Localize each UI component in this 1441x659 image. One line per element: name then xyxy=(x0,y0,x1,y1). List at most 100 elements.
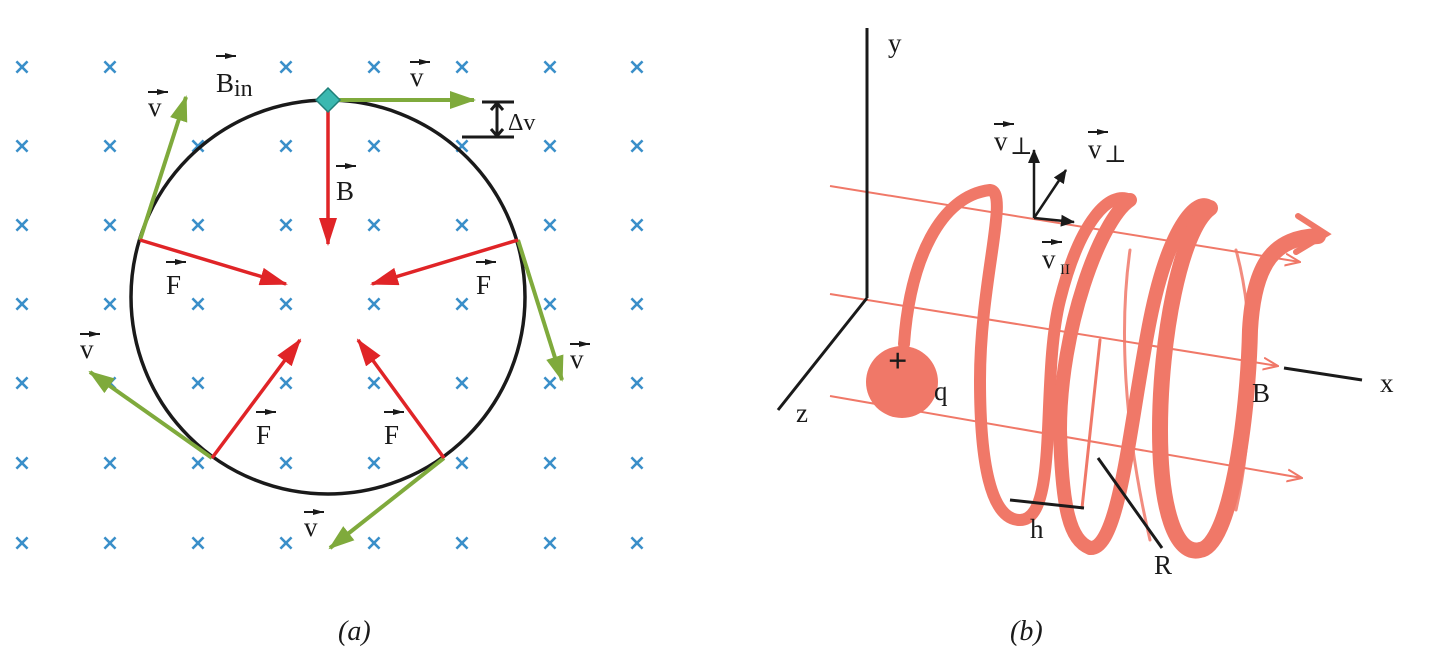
panel-b: + y z x q B h R v ⊥ v ⊥ v II (b) xyxy=(776,28,1394,647)
field-into-page-mark: × xyxy=(628,292,646,317)
field-into-page-mark: × xyxy=(189,213,207,238)
field-into-page-mark: × xyxy=(101,213,119,238)
force-arrow-lower-right xyxy=(356,338,446,460)
field-line-1 xyxy=(829,185,1300,262)
velocity-arrow-right xyxy=(516,239,564,382)
field-into-page-mark: × xyxy=(277,292,295,317)
field-into-page-mark: × xyxy=(277,371,295,396)
velocity-vectors xyxy=(88,91,564,550)
field-into-page-mark: × xyxy=(365,213,383,238)
label-f-left: F xyxy=(166,270,181,300)
field-into-page-mark: × xyxy=(541,531,559,556)
field-into-page-mark: × xyxy=(453,531,471,556)
field-into-page-mark: × xyxy=(628,531,646,556)
field-into-page-mark: × xyxy=(453,213,471,238)
label-v-right: v xyxy=(570,344,584,374)
radius-r-line xyxy=(1096,457,1164,549)
field-into-page-mark: × xyxy=(541,451,559,476)
field-into-page-mark: × xyxy=(365,292,383,317)
field-into-page-mark: × xyxy=(101,531,119,556)
pitch-h-label: h xyxy=(1030,514,1044,544)
field-into-page-mark: × xyxy=(13,55,31,80)
field-into-page-mark: × xyxy=(189,371,207,396)
v-perp-sub-1: ⊥ xyxy=(1010,134,1033,160)
field-into-page-mark: × xyxy=(189,451,207,476)
v-perp-label-1: v xyxy=(994,126,1008,156)
label-v-left-lower: v xyxy=(80,334,94,364)
velocity-components xyxy=(1028,149,1075,227)
field-into-page-mark: × xyxy=(189,531,207,556)
field-into-page-mark: × xyxy=(13,371,31,396)
panel-b-labels: y z x q B h R v ⊥ v ⊥ v II xyxy=(796,28,1394,580)
field-into-page-mark: × xyxy=(189,292,207,317)
field-into-page-mark: × xyxy=(453,292,471,317)
label-delta-v: Δv xyxy=(508,110,535,136)
v-parallel-label: v xyxy=(1042,244,1056,274)
field-b-label: B xyxy=(1252,378,1270,408)
field-into-page-mark: × xyxy=(277,134,295,159)
field-into-page-mark: × xyxy=(277,451,295,476)
helix-path xyxy=(898,183,1332,559)
field-into-page-mark: × xyxy=(628,213,646,238)
field-into-page-mark: × xyxy=(453,451,471,476)
field-into-page-mark: × xyxy=(541,55,559,80)
delta-v-bracket xyxy=(462,100,514,139)
label-v-left-upper: v xyxy=(148,92,162,122)
dimension-markers xyxy=(1009,457,1164,549)
label-b: B xyxy=(336,176,354,206)
radius-r-label: R xyxy=(1154,550,1172,580)
caption-b: (b) xyxy=(1010,616,1043,647)
label-f-lower-right: F xyxy=(384,420,399,450)
field-into-page-mark: × xyxy=(101,134,119,159)
field-into-page-mark: × xyxy=(628,55,646,80)
field-into-page-mark: × xyxy=(277,531,295,556)
field-into-page-mark: × xyxy=(13,451,31,476)
field-into-page-mark: × xyxy=(277,213,295,238)
field-into-page-mark: × xyxy=(453,134,471,159)
axis-y-label: y xyxy=(888,28,902,58)
velocity-arrow-bottom xyxy=(328,456,446,550)
force-arrow-lower-left xyxy=(210,338,302,460)
field-into-page-mark: × xyxy=(101,451,119,476)
v-perp-sub-2: ⊥ xyxy=(1104,142,1127,168)
field-into-page-mark: × xyxy=(13,292,31,317)
field-into-page-mark: × xyxy=(365,134,383,159)
axis-z-label: z xyxy=(796,398,808,428)
label-b-in-subscript: in xyxy=(234,76,253,102)
charge-sign: + xyxy=(888,343,907,380)
v-parallel-sub: II xyxy=(1060,262,1070,278)
label-v-bottom: v xyxy=(304,512,318,542)
velocity-arrow-left-lower xyxy=(88,370,214,460)
field-into-page-mark: × xyxy=(628,451,646,476)
field-into-page-mark: × xyxy=(101,292,119,317)
charge-label: q xyxy=(934,376,948,406)
label-f-right: F xyxy=(476,270,491,300)
field-into-page-mark: × xyxy=(13,134,31,159)
field-into-page-mark: × xyxy=(628,371,646,396)
force-arrow-left xyxy=(139,238,288,286)
v-parallel-arrow xyxy=(1033,214,1075,227)
force-vectors xyxy=(139,104,519,460)
axes xyxy=(776,28,1363,411)
field-into-page-mark: × xyxy=(453,55,471,80)
field-into-page-mark: × xyxy=(101,55,119,80)
field-into-page-mark: × xyxy=(541,371,559,396)
axis-z-line xyxy=(776,297,869,411)
field-into-page-mark: × xyxy=(365,55,383,80)
velocity-arrow-left-upper xyxy=(138,95,188,241)
axis-x-line xyxy=(1283,366,1363,382)
label-f-lower-left: F xyxy=(256,420,271,450)
panel-a: × × × × × × × × × × × × × × × × × × × × × × × × × × × × × × × × × × × × × × × ×… xyxy=(13,53,646,647)
field-into-page-mark: × xyxy=(541,213,559,238)
panel-a-labels: B in B Δv v v v v v F F F F xyxy=(80,53,590,542)
axis-x-label: x xyxy=(1380,368,1394,398)
charged-particle-a xyxy=(314,86,342,114)
field-into-page-mark: × xyxy=(541,292,559,317)
field-into-page-mark: × xyxy=(365,371,383,396)
charge-q xyxy=(866,346,938,418)
field-into-page-mark: × xyxy=(365,451,383,476)
label-b-in: B xyxy=(216,68,234,98)
v-perp-label-2: v xyxy=(1088,134,1102,164)
field-into-page-mark: × xyxy=(13,531,31,556)
